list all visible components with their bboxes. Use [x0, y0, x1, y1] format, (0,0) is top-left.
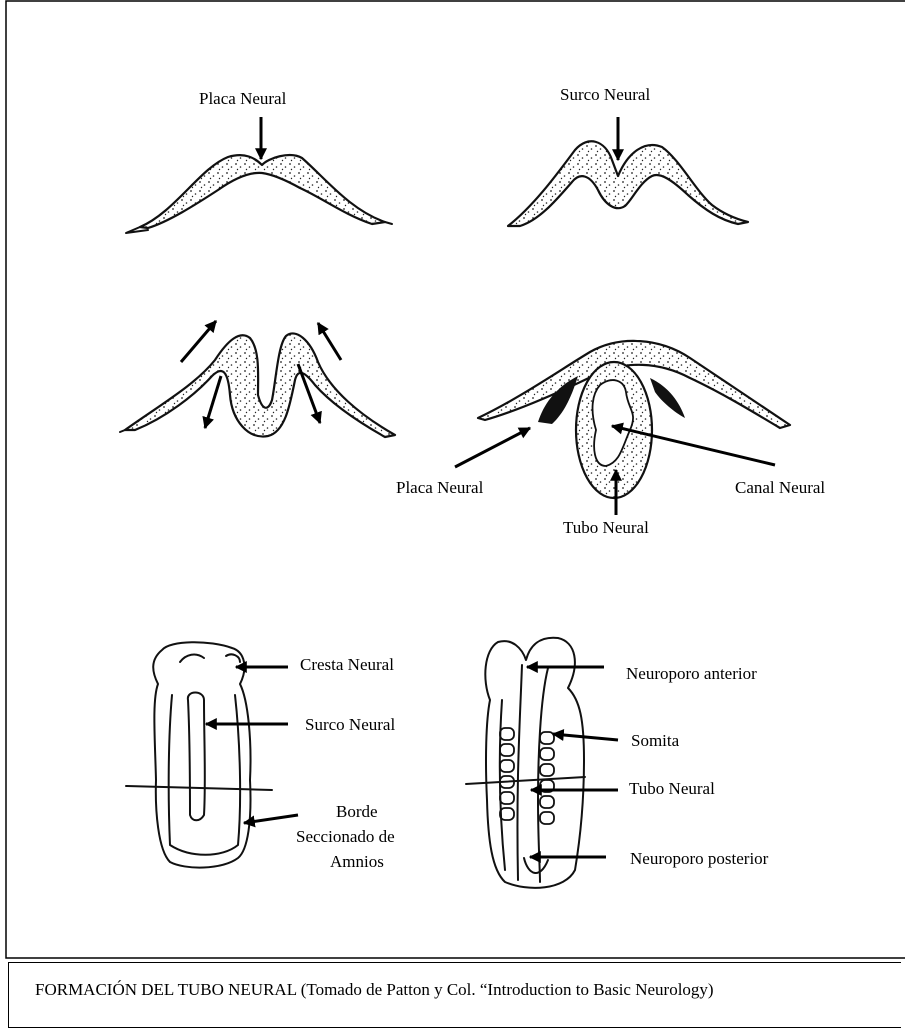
arrow-somita: [553, 734, 618, 740]
arrow-fold-left-down: [205, 376, 221, 428]
embryo-neural-groove: [126, 642, 272, 867]
arrow-borde-seccionado: [244, 815, 298, 823]
neural-plate-tissue: [140, 155, 385, 228]
arrow-fold-left-up: [181, 321, 216, 362]
label-canal-neural: Canal Neural: [735, 478, 825, 497]
label-neuroporo-anterior: Neuroporo anterior: [626, 664, 757, 683]
arrow-placa-neural-bottom: [455, 428, 530, 467]
neural-tube-line-left: [517, 665, 522, 880]
stage-neural-groove: [508, 141, 748, 226]
arrow-fold-right-up: [318, 323, 341, 360]
stage-neural-plate: [126, 155, 392, 233]
neural-folds-tissue: [125, 334, 395, 437]
label-tubo-neural-embryo: Tubo Neural: [629, 779, 715, 798]
label-somita: Somita: [631, 731, 680, 750]
neural-groove-tissue: [508, 141, 748, 226]
somites-left: [500, 728, 514, 820]
embryo-somites: [466, 638, 585, 888]
label-cresta-neural: Cresta Neural: [300, 655, 394, 674]
label-borde-line2: Seccionado de: [296, 827, 395, 846]
label-borde-line1: Borde: [336, 802, 378, 821]
label-surco-neural-top: Surco Neural: [560, 85, 650, 104]
neural-groove: [188, 693, 205, 821]
label-neuroporo-posterior: Neuroporo posterior: [630, 849, 769, 868]
caption-box: FORMACIÓN DEL TUBO NEURAL (Tomado de Pat…: [8, 962, 901, 1028]
label-placa-neural-bottom: Placa Neural: [396, 478, 484, 497]
stage-neural-tube: [478, 341, 790, 498]
label-surco-neural-embryo: Surco Neural: [305, 715, 395, 734]
label-tubo-neural-section: Tubo Neural: [563, 518, 649, 537]
section-line-2: [466, 777, 585, 784]
label-borde-line3: Amnios: [330, 852, 384, 871]
figure-caption: FORMACIÓN DEL TUBO NEURAL (Tomado de Pat…: [35, 980, 714, 1000]
neural-crest-right: [650, 378, 685, 418]
label-placa-neural-top: Placa Neural: [199, 89, 287, 108]
stage-neural-folds: [120, 334, 395, 437]
